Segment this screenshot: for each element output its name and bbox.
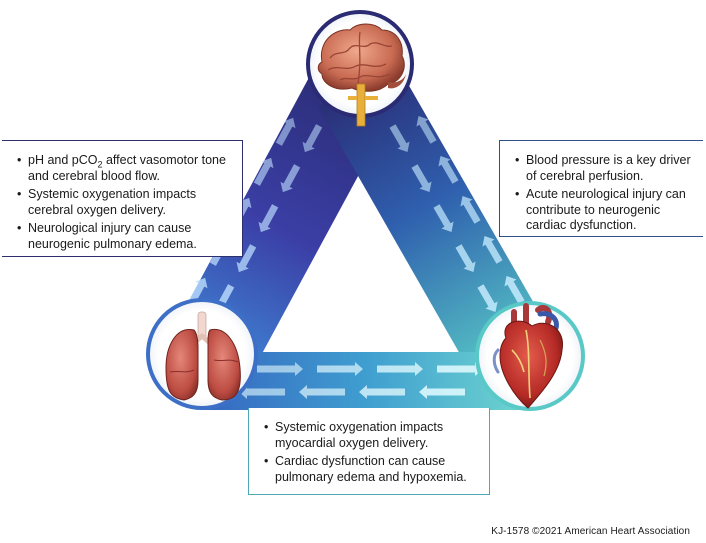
flow-arrow [275, 117, 296, 146]
flow-arrow [438, 156, 459, 184]
callout-lungs-heart-list: Systemic oxygenation impacts myocardial … [263, 420, 481, 485]
flow-arrow [359, 385, 405, 399]
flow-arrow [299, 385, 345, 399]
callout-brain-heart-list: Blood pressure is a key driver of cerebr… [514, 153, 697, 234]
flow-arrow [257, 362, 303, 376]
callout-brain-lungs-list: pH and pCO2 affect vasomotor tone and ce… [16, 153, 234, 252]
copyright-credit: KJ-1578 ©2021 American Heart Association [491, 526, 690, 537]
arrows-lungs-heart [239, 362, 483, 399]
callout-item: Systemic oxygenation impacts cerebral ox… [16, 187, 234, 218]
flow-arrow [477, 284, 498, 312]
flow-arrow [504, 276, 525, 304]
flow-arrow [416, 116, 437, 144]
flow-arrow [411, 164, 432, 192]
callout-lungs-heart: Systemic oxygenation impacts myocardial … [248, 408, 490, 495]
flow-arrow [433, 204, 454, 232]
heart-icon [492, 303, 563, 409]
flow-arrow [437, 362, 483, 376]
callout-item: Neurological injury can cause neurogenic… [16, 221, 234, 252]
band-brain-heart [318, 70, 558, 382]
arrows-brain-heart [389, 116, 525, 312]
flow-arrow [482, 236, 503, 264]
lungs-icon [165, 311, 241, 401]
callout-item: Systemic oxygenation impacts myocardial … [263, 420, 481, 451]
callout-brain-heart: Blood pressure is a key driver of cerebr… [499, 140, 703, 237]
flow-arrow [236, 244, 257, 273]
callout-brain-lungs: pH and pCO2 affect vasomotor tone and ce… [2, 140, 243, 257]
lungs-node [146, 298, 258, 410]
callout-item: Cardiac dysfunction can cause pulmonary … [263, 454, 481, 485]
heart-node [475, 301, 585, 411]
flow-arrow [419, 385, 465, 399]
brain-icon [317, 23, 406, 127]
flow-arrow [317, 362, 363, 376]
flow-arrow [377, 362, 423, 376]
flow-arrow [258, 204, 279, 233]
flow-arrow [302, 124, 323, 153]
flow-arrow [253, 157, 274, 186]
callout-item: Acute neurological injury can contribute… [514, 187, 697, 234]
flow-arrow [460, 196, 481, 224]
callout-item: pH and pCO2 affect vasomotor tone and ce… [16, 153, 234, 184]
flow-arrow [389, 124, 410, 152]
brain-node [306, 10, 414, 127]
callout-item: Blood pressure is a key driver of cerebr… [514, 153, 697, 184]
flow-arrow [239, 385, 285, 399]
flow-arrow [455, 244, 476, 272]
band-lungs-heart [200, 352, 530, 410]
flow-arrow [280, 164, 301, 193]
